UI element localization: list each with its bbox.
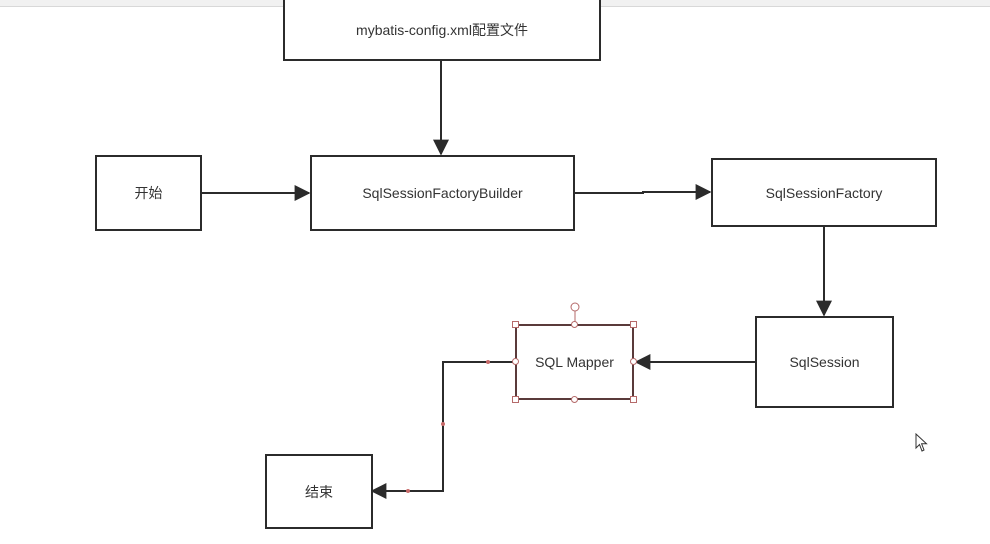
node-sqlsessionfactory[interactable]: SqlSessionFactory (711, 158, 937, 227)
node-config-file-label: mybatis-config.xml配置文件 (356, 21, 528, 38)
mouse-pointer-icon (915, 433, 928, 452)
resize-handle-top-center[interactable] (571, 321, 578, 328)
resize-handle-middle-left[interactable] (512, 358, 519, 365)
connector-waypoint-dot[interactable] (486, 360, 490, 364)
connector-waypoint-dot[interactable] (406, 489, 410, 493)
node-start[interactable]: 开始 (95, 155, 202, 231)
connector-waypoint-dot[interactable] (441, 422, 445, 426)
node-sqlsession[interactable]: SqlSession (755, 316, 894, 408)
resize-handle-middle-right[interactable] (630, 358, 637, 365)
resize-handle-top-right[interactable] (630, 321, 637, 328)
node-config-file[interactable]: mybatis-config.xml配置文件 (283, 0, 601, 61)
node-sql-mapper[interactable]: SQL Mapper (515, 324, 634, 400)
node-sqlsessionfactorybuilder-label: SqlSessionFactoryBuilder (362, 185, 523, 201)
resize-handle-bottom-left[interactable] (512, 396, 519, 403)
resize-handle-bottom-center[interactable] (571, 396, 578, 403)
node-sql-mapper-label: SQL Mapper (535, 354, 614, 370)
node-sqlsessionfactorybuilder[interactable]: SqlSessionFactoryBuilder (310, 155, 575, 231)
arrow-builder-to-factory[interactable] (574, 184, 712, 200)
resize-handle-bottom-right[interactable] (630, 396, 637, 403)
arrow-mapper-to-end[interactable] (370, 361, 516, 499)
node-sqlsession-label: SqlSession (789, 354, 860, 370)
node-end-label: 结束 (305, 483, 333, 500)
resize-handle-top-left[interactable] (512, 321, 519, 328)
node-sqlsessionfactory-label: SqlSessionFactory (765, 184, 883, 201)
node-start-label: 开始 (134, 185, 163, 201)
node-end[interactable]: 结束 (265, 454, 373, 529)
